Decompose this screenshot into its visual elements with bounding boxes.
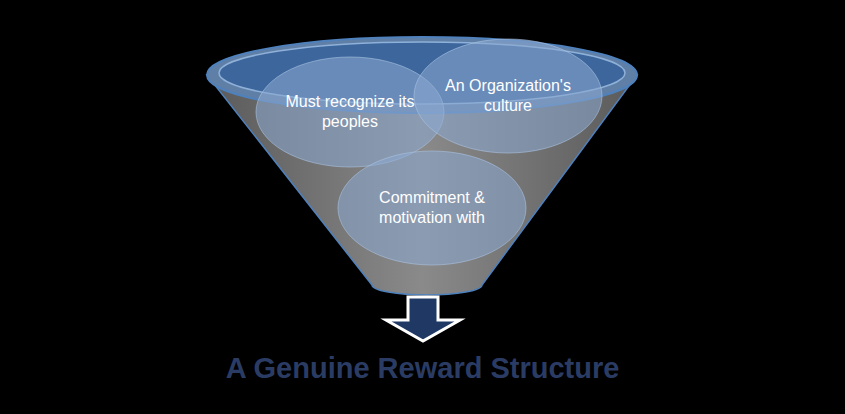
ellipse-outline xyxy=(413,38,603,154)
ellipse-label: An Organization's culture xyxy=(439,76,577,116)
ellipse-fill xyxy=(414,39,602,153)
ellipse-outline xyxy=(337,150,527,266)
topic-ellipse: Commitment & motivation with xyxy=(337,150,527,266)
diagram-title: A Genuine Reward Structure xyxy=(0,352,845,385)
ellipse-outline xyxy=(255,56,445,168)
ellipse-fill xyxy=(256,57,444,167)
ellipse-fill xyxy=(338,151,526,265)
ellipse-label: Must recognize its peoples xyxy=(281,92,419,132)
ellipse-label: Commitment & motivation with xyxy=(363,188,501,228)
down-arrow xyxy=(386,297,460,341)
topic-ellipse: An Organization's culture xyxy=(413,38,603,154)
topic-ellipse: Must recognize its peoples xyxy=(255,56,445,168)
